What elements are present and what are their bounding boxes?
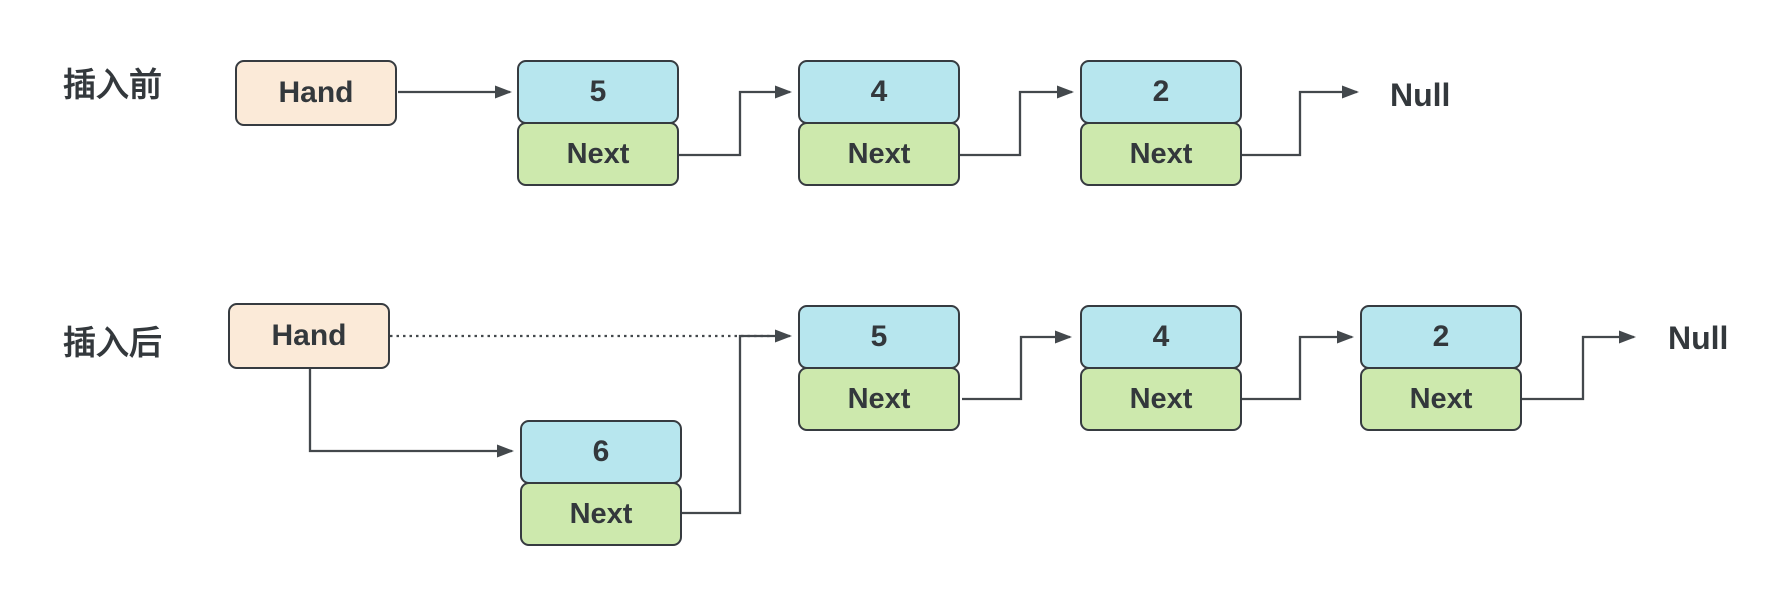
arrow-after-hand-to-6 — [308, 369, 514, 458]
node-before-4: 4 Next — [798, 60, 960, 186]
hand-label: Hand — [271, 319, 347, 352]
node-after-5: 5 Next — [798, 305, 960, 431]
arrow-before-5-to-4 — [679, 85, 792, 157]
node-value: 5 — [517, 60, 679, 124]
node-before-5: 5 Next — [517, 60, 679, 186]
row-label-before: 插入前 — [63, 66, 162, 103]
node-value: 2 — [1360, 305, 1522, 369]
null-label-after: Null — [1668, 320, 1729, 356]
node-next-pointer: Next — [520, 482, 682, 546]
arrow-after-4-to-2 — [1240, 330, 1354, 401]
node-after-2: 2 Next — [1360, 305, 1522, 431]
node-after-inserted-6: 6 Next — [520, 420, 682, 546]
node-before-2: 2 Next — [1080, 60, 1242, 186]
node-next-pointer: Next — [1080, 122, 1242, 186]
node-value: 4 — [798, 60, 960, 124]
arrow-after-2-to-null — [1522, 330, 1636, 401]
arrow-after-5-to-4 — [962, 330, 1072, 401]
node-value: 5 — [798, 305, 960, 369]
arrow-before-2-to-null — [1240, 85, 1359, 157]
node-value: 2 — [1080, 60, 1242, 124]
node-next-pointer: Next — [1080, 367, 1242, 431]
arrow-before-4-to-2 — [960, 85, 1074, 157]
node-after-4: 4 Next — [1080, 305, 1242, 431]
null-label-before: Null — [1390, 77, 1451, 113]
node-next-pointer: Next — [798, 367, 960, 431]
arrow-after-6-to-5 — [682, 329, 792, 515]
hand-label: Hand — [278, 76, 354, 109]
row-label-after: 插入后 — [63, 324, 162, 361]
node-next-pointer: Next — [798, 122, 960, 186]
node-next-pointer: Next — [517, 122, 679, 186]
hand-box-after: Hand — [228, 303, 390, 369]
hand-box-before: Hand — [235, 60, 397, 126]
node-value: 6 — [520, 420, 682, 484]
node-value: 4 — [1080, 305, 1242, 369]
node-next-pointer: Next — [1360, 367, 1522, 431]
